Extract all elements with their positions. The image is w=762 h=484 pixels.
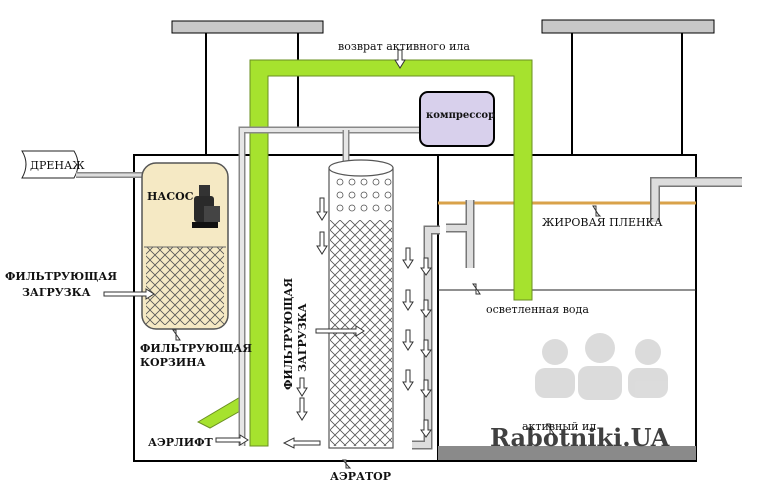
outlet-pipe-inner [651, 178, 742, 222]
drainage-tag [21, 150, 79, 179]
filter-basket-label-1: ФИЛЬТРУЮЩАЯ [140, 342, 252, 355]
return-sludge-label: возврат активного ила [338, 40, 470, 53]
flow-arrows [172, 49, 602, 469]
filter-basket-label-2: КОРЗИНА [140, 356, 206, 369]
filter-load-vertical-label-2: ЗАГРУЗКА [296, 303, 309, 372]
filter-load-vertical-label-1: ФИЛЬТРУЮЩАЯ [282, 278, 295, 390]
active-sludge-label: активный ил [522, 420, 596, 433]
filter-load-left-label-1: ФИЛЬТРУЮЩАЯ [5, 270, 117, 283]
filter-column-top [328, 159, 394, 177]
label-arrows [103, 288, 365, 449]
pump-label: НАСОС [147, 190, 194, 203]
clarified-water-label: осветленная вода [486, 303, 589, 316]
compressor-box [419, 91, 495, 147]
watermark-logo [535, 333, 668, 400]
transfer-pipe-inner [412, 227, 440, 448]
airlift-green-inlet [196, 395, 243, 429]
left-lid [171, 20, 324, 34]
air-pipe-airlift-inner [240, 128, 420, 446]
watermark-text: Rabotniki.UA [490, 423, 670, 452]
drainage-label: ДРЕНАЖ [30, 159, 85, 172]
pump-icon [192, 185, 220, 228]
return-sludge-pipe [249, 59, 533, 447]
airlift-label: АЭРЛИФТ [148, 436, 214, 449]
right-lid [541, 19, 715, 34]
filter-load-left-label-2: ЗАГРУЗКА [22, 286, 91, 299]
filter-column-holes [336, 178, 392, 212]
aerator-label: АЭРАТОР [330, 470, 391, 483]
basket-filter-load [146, 247, 224, 325]
tank-outline [133, 154, 697, 462]
grease-film-label: ЖИРОВАЯ ПЛЕНКА [542, 216, 663, 229]
compressor-label: компрессор [426, 110, 495, 121]
sludge-layer [438, 446, 696, 460]
grease-t-pipe-inner [446, 200, 473, 268]
